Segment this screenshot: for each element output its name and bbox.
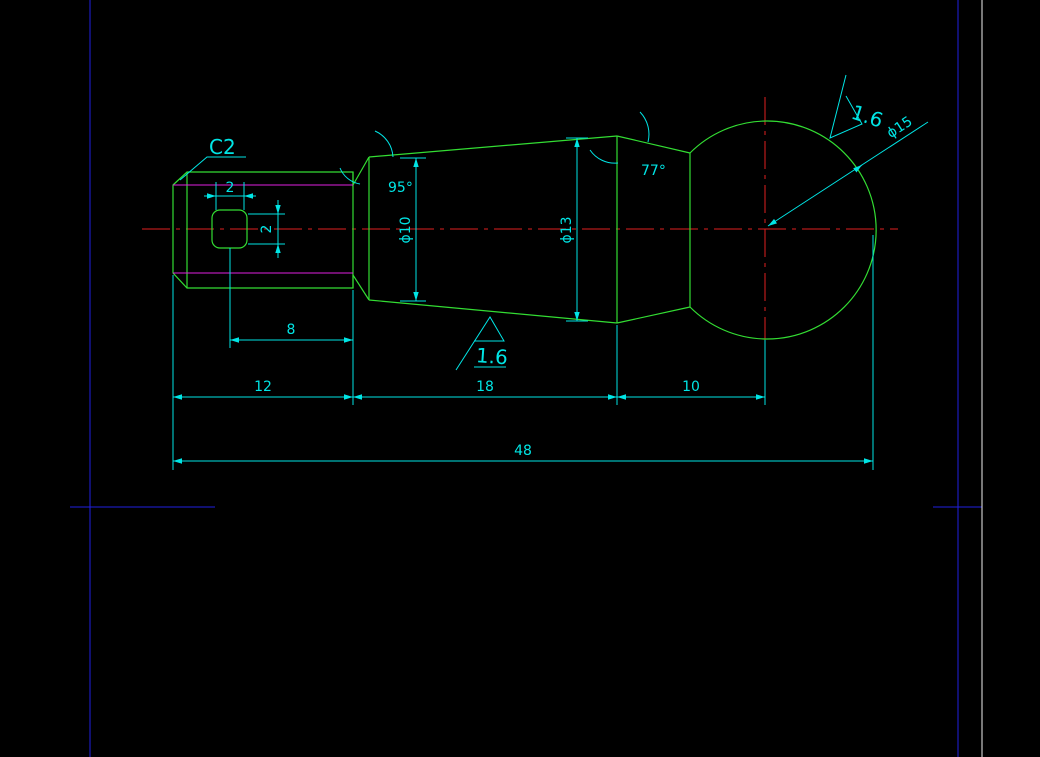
neck-outline-top [352,156,370,188]
hidden-lines [173,184,353,274]
cone-bottom-edge [368,299,618,324]
dim-text-10: 10 [682,379,700,395]
chamfer-note-c2: C2 [209,135,236,159]
dim-text-slot-width: 2 [226,180,235,196]
dim-text-phi15: ϕ15 [884,114,915,142]
dim-text-8: 8 [287,322,296,338]
angle-arc-77-lower [589,149,619,164]
leader-phi15-on-sphere [853,164,863,173]
neck-outline-bottom [352,272,370,301]
dimension-texts: C2 12 18 10 48 8 2 2 ϕ10 ϕ13 ϕ15 95° 77°… [209,100,916,459]
neck2-top-edge [616,135,691,154]
roughness-text-cone: 1.6 [475,343,508,369]
leader-phi15 [767,121,929,227]
roughness-symbol-sphere [829,74,863,139]
sphere-outline [689,120,877,340]
drawing-frame [70,0,982,757]
cone-top-edge [368,135,618,158]
leader-c2 [179,156,246,181]
centerlines [142,97,898,355]
angle-arc-95 [374,130,394,158]
dimension-lines [172,74,929,470]
roughness-symbol-cone [455,316,505,371]
dim-text-angle-95: 95° [388,180,413,196]
neck2-bottom-edge [616,306,691,324]
dim-text-angle-77: 77° [641,163,666,179]
dim-text-phi13: ϕ13 [559,216,575,243]
dim-text-12: 12 [254,379,272,395]
angle-arc-95-lower [339,167,361,185]
dim-text-48: 48 [514,443,532,459]
angle-arc-77 [639,111,650,143]
dim-text-slot-height: 2 [259,225,275,234]
dim-text-18: 18 [476,379,494,395]
dim-text-phi10: ϕ10 [398,216,414,243]
